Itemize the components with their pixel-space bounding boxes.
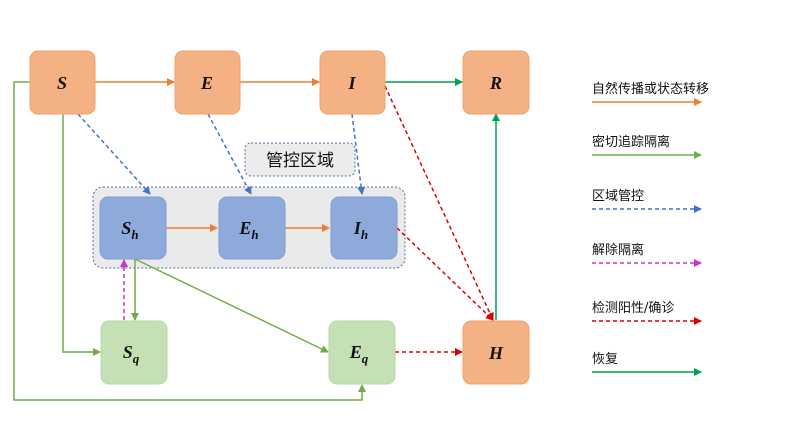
node-I: I bbox=[319, 50, 386, 115]
node-R: R bbox=[462, 50, 530, 115]
node-Sh: Sh bbox=[99, 196, 167, 260]
legend-label-trace: 密切追踪隔离 bbox=[592, 134, 670, 150]
edge-E-Eh bbox=[207, 113, 252, 195]
edge-S-Eq bbox=[13, 81, 366, 401]
legend-item-release: 解除隔离 bbox=[592, 242, 702, 267]
svg-text:S: S bbox=[57, 73, 67, 93]
legend-item-positive: 检测阳性/确诊 bbox=[592, 301, 702, 325]
edge-I-H bbox=[384, 85, 494, 321]
node-Ih: Ih bbox=[330, 196, 398, 260]
node-Sq: Sq bbox=[100, 320, 168, 385]
legend-item-trace: 密切追踪隔离 bbox=[592, 134, 702, 159]
node-Eh: Eh bbox=[218, 196, 286, 260]
svg-text:E: E bbox=[200, 73, 213, 93]
edge-S-Sq bbox=[62, 114, 101, 356]
nodes: S E I R Sh Eh Ih Sq bbox=[29, 50, 530, 385]
legend-label-positive: 检测阳性/确诊 bbox=[592, 301, 674, 316]
edge-Ih-H bbox=[396, 227, 494, 321]
legend-label-control: 区域管控 bbox=[592, 189, 644, 204]
node-S: S bbox=[29, 50, 96, 115]
edges bbox=[13, 78, 500, 401]
legend-item-control: 区域管控 bbox=[592, 189, 702, 213]
legend-item-natural: 自然传播或状态转移 bbox=[592, 81, 709, 106]
control-region-title-box bbox=[244, 142, 356, 177]
svg-text:H: H bbox=[488, 343, 504, 363]
legend-label-natural: 自然传播或状态转移 bbox=[592, 81, 709, 97]
svg-text:Eh: Eh bbox=[238, 218, 258, 242]
node-Eq: Eq bbox=[328, 320, 396, 385]
legend: 自然传播或状态转移 密切追踪隔离 区域管控 解除隔离 检测阳性/确诊 恢复 bbox=[592, 81, 709, 376]
svg-text:I: I bbox=[347, 73, 356, 93]
edge-Sh-Eq bbox=[134, 258, 329, 353]
svg-text:Eq: Eq bbox=[349, 342, 369, 366]
legend-label-recover: 恢复 bbox=[592, 352, 618, 367]
control-region-title: 管控区域 bbox=[266, 151, 334, 171]
legend-item-recover: 恢复 bbox=[592, 352, 702, 376]
node-H: H bbox=[462, 320, 530, 385]
svg-text:Sq: Sq bbox=[123, 342, 140, 366]
edge-S-Sh bbox=[77, 113, 151, 195]
svg-text:Sh: Sh bbox=[121, 218, 138, 242]
svg-text:R: R bbox=[489, 73, 502, 93]
node-E: E bbox=[174, 50, 241, 115]
legend-label-release: 解除隔离 bbox=[592, 242, 644, 258]
svg-text:Ih: Ih bbox=[353, 218, 368, 242]
